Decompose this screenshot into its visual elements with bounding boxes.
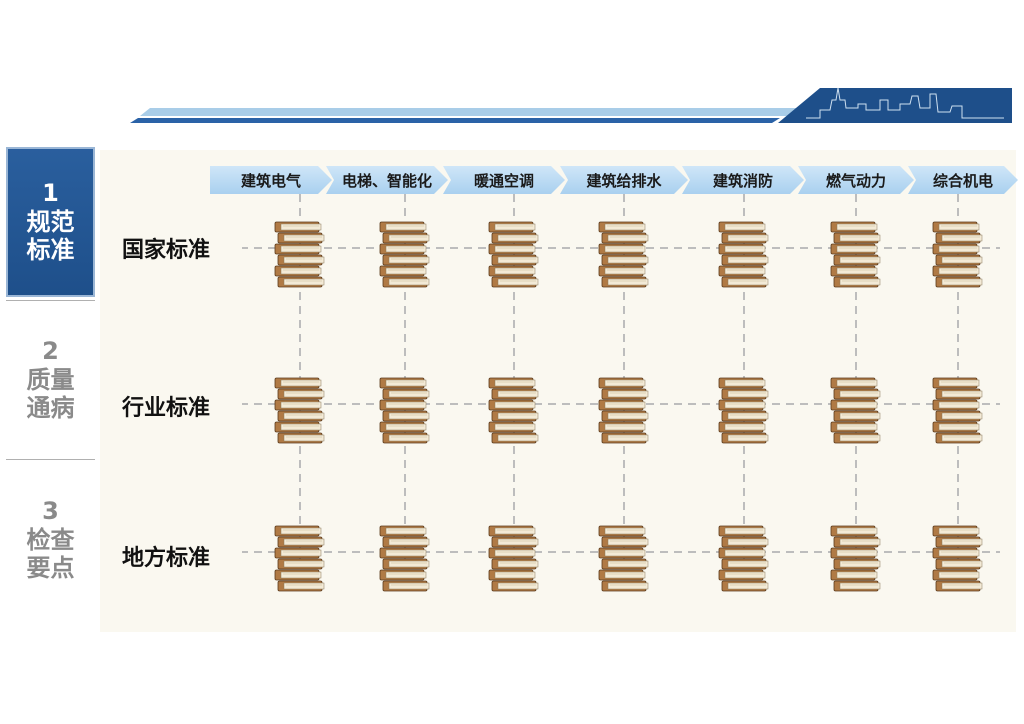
category-label: 建筑电气 — [241, 170, 301, 191]
book-stack-icon[interactable] — [717, 218, 771, 290]
book-stack-icon[interactable] — [273, 218, 327, 290]
category-electrical[interactable]: 建筑电气 — [210, 166, 332, 194]
book-stack-icon[interactable] — [597, 374, 651, 446]
book-stack-icon[interactable] — [597, 522, 651, 594]
category-integrated[interactable]: 综合机电 — [908, 166, 1018, 194]
book-stack-icon[interactable] — [717, 522, 771, 594]
category-label: 燃气动力 — [826, 170, 886, 191]
row-label-national: 国家标准 — [122, 232, 242, 264]
row-label-industry: 行业标准 — [122, 390, 242, 422]
book-stack-icon[interactable] — [487, 522, 541, 594]
category-label: 建筑给排水 — [586, 170, 661, 191]
category-label: 综合机电 — [933, 170, 993, 191]
category-label: 建筑消防 — [713, 170, 773, 191]
book-stack-icon[interactable] — [273, 374, 327, 446]
book-stack-icon[interactable] — [829, 218, 883, 290]
book-stack-icon[interactable] — [487, 374, 541, 446]
book-stack-icon[interactable] — [378, 218, 432, 290]
book-stack-icon[interactable] — [378, 522, 432, 594]
book-stack-icon[interactable] — [378, 374, 432, 446]
category-plumbing[interactable]: 建筑给排水 — [560, 166, 688, 194]
book-stack-icon[interactable] — [931, 522, 985, 594]
book-stack-icon[interactable] — [597, 218, 651, 290]
book-stack-icon[interactable] — [717, 374, 771, 446]
category-label: 暖通空调 — [474, 170, 534, 191]
category-hvac[interactable]: 暖通空调 — [443, 166, 565, 194]
book-stack-icon[interactable] — [273, 522, 327, 594]
category-elevator[interactable]: 电梯、智能化 — [326, 166, 448, 194]
book-stack-icon[interactable] — [931, 218, 985, 290]
book-stack-icon[interactable] — [931, 374, 985, 446]
category-gas[interactable]: 燃气动力 — [798, 166, 914, 194]
book-stack-icon[interactable] — [829, 522, 883, 594]
book-stack-icon[interactable] — [487, 218, 541, 290]
category-fire[interactable]: 建筑消防 — [682, 166, 804, 194]
category-label: 电梯、智能化 — [342, 170, 432, 191]
row-label-local: 地方标准 — [122, 540, 242, 572]
book-stack-icon[interactable] — [829, 374, 883, 446]
